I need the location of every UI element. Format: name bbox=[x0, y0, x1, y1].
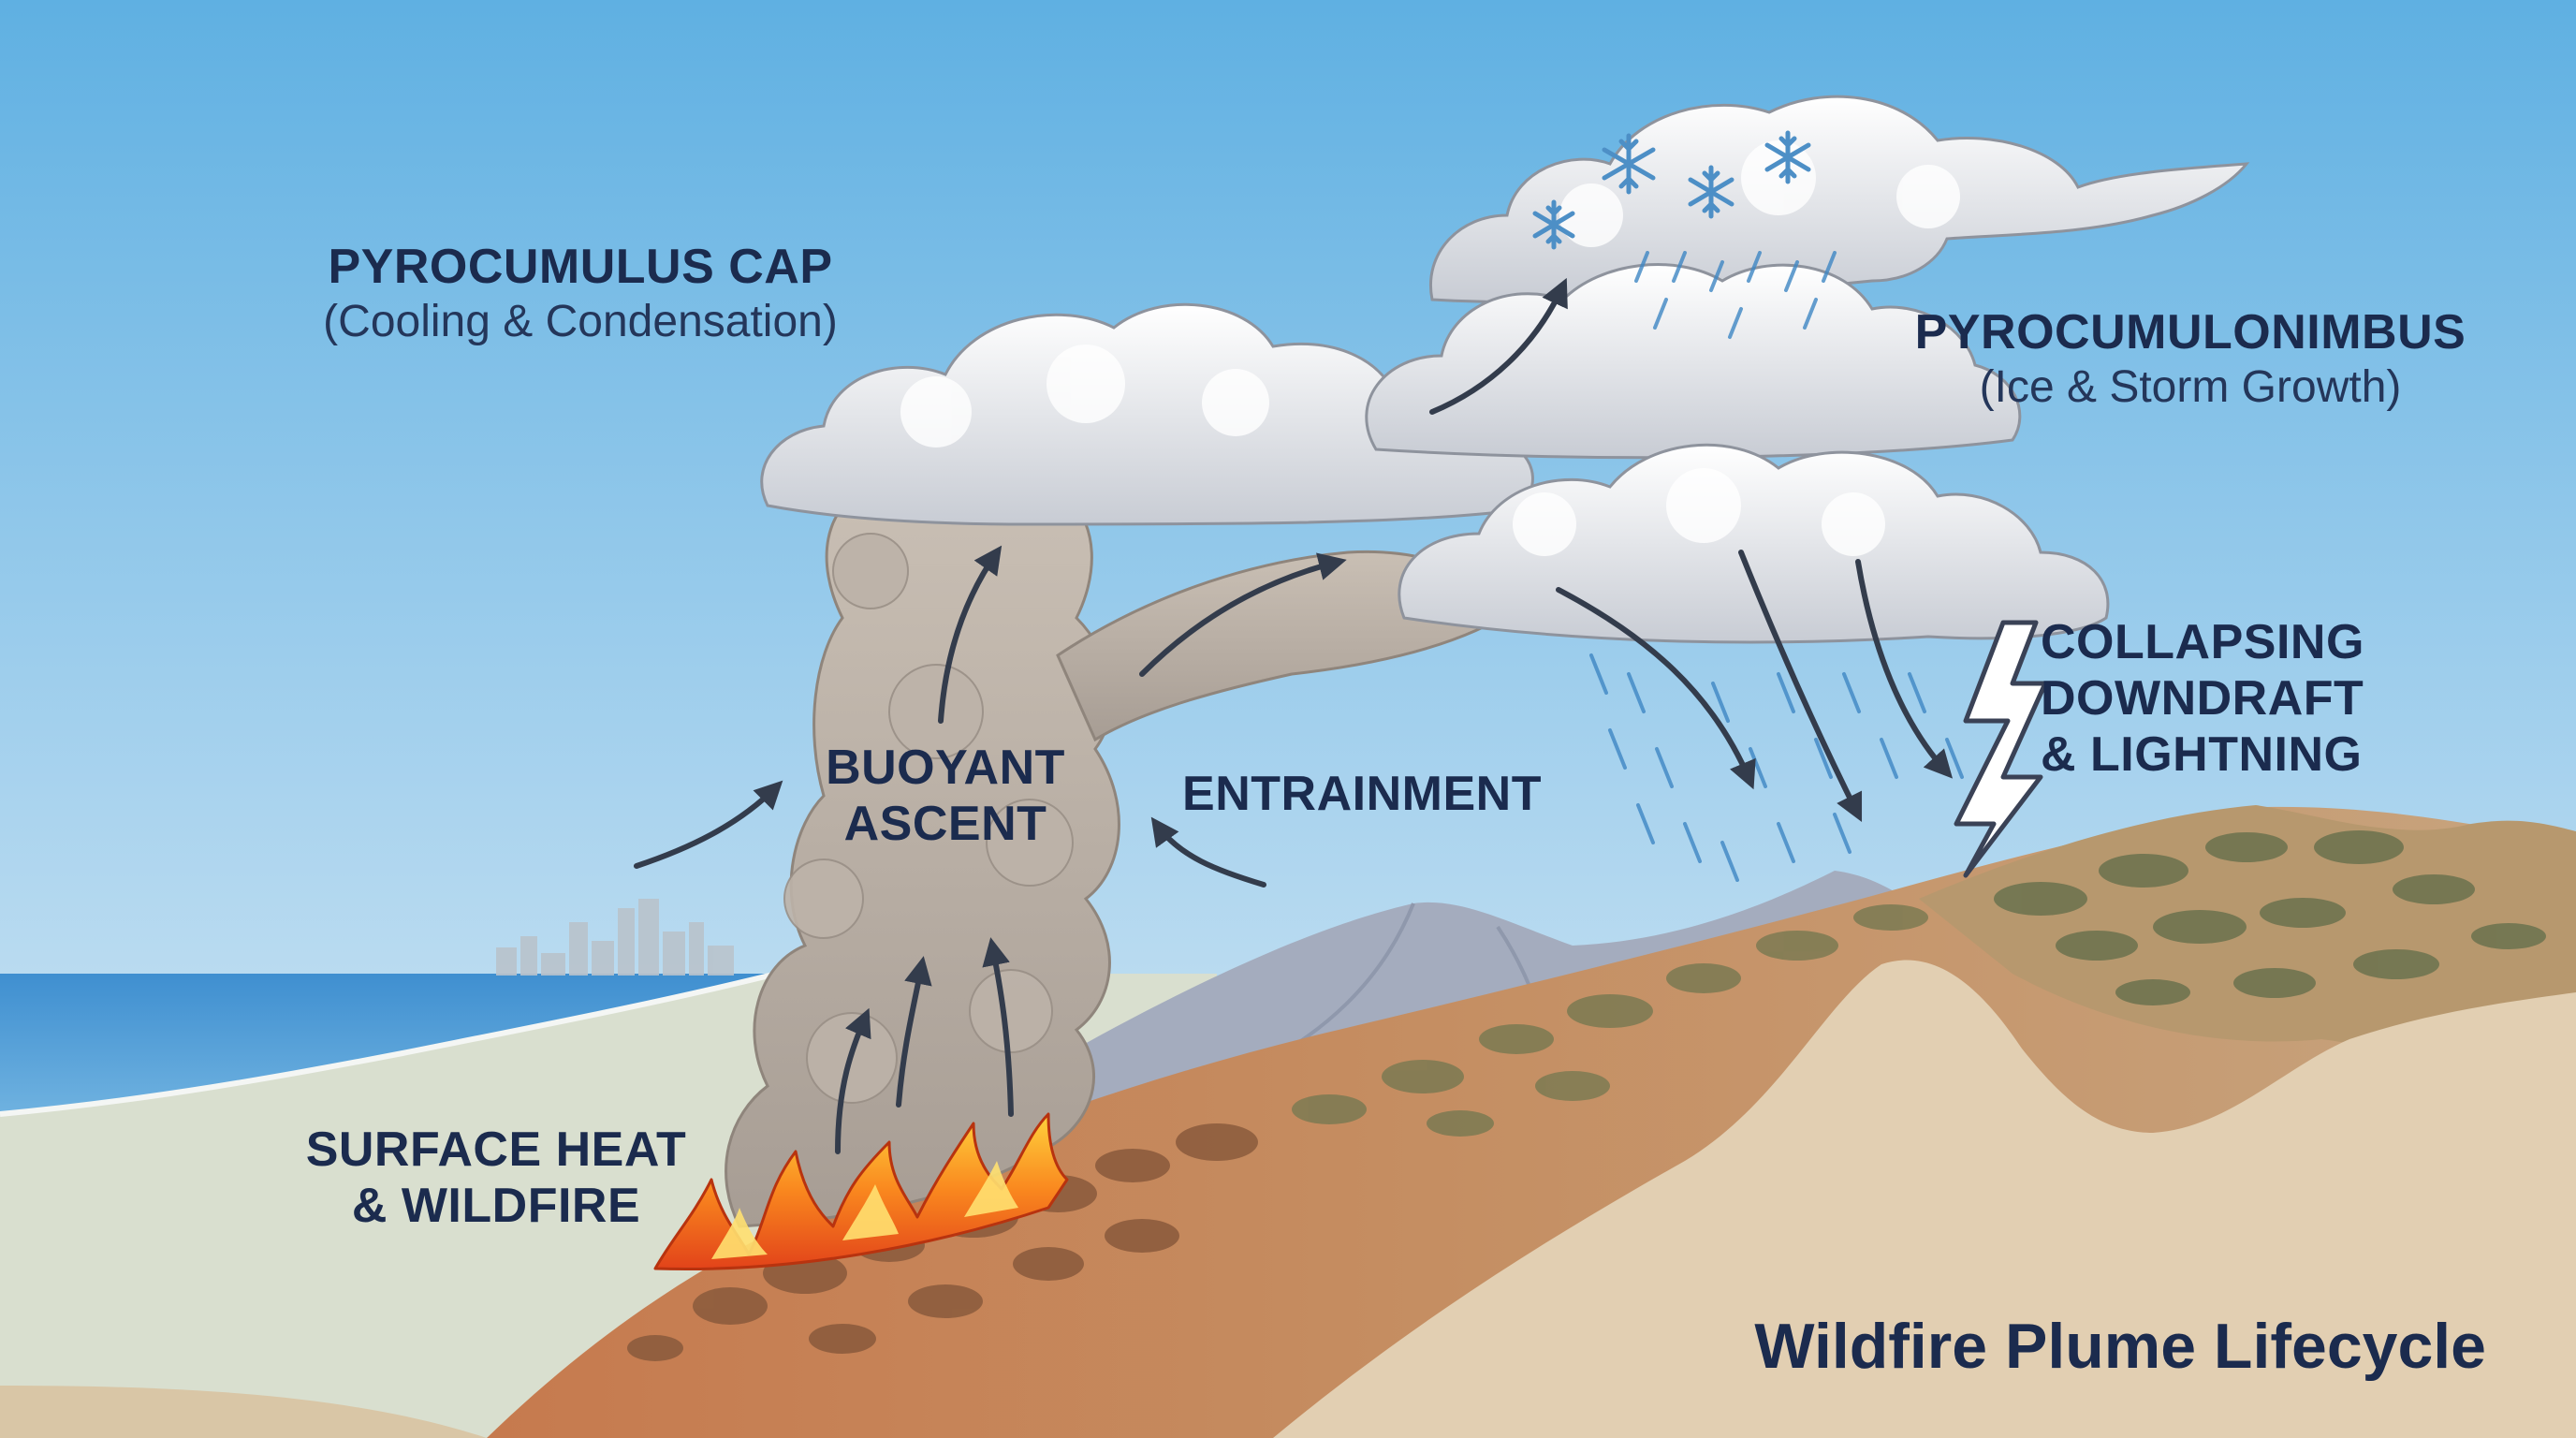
label-entrainment: ENTRAINMENT bbox=[1161, 766, 1563, 822]
flow-arrows bbox=[634, 277, 1954, 1154]
label-surface-heat: SURFACE HEAT & WILDFIRE bbox=[281, 1122, 711, 1234]
diagram-title: Wildfire Plume Lifecycle bbox=[1754, 1311, 2486, 1382]
label-collapsing-downdraft-text: COLLAPSING DOWNDRAFT & LIGHTNING bbox=[2041, 615, 2364, 782]
coast-line bbox=[0, 971, 778, 1117]
entrainment-arrow-right bbox=[1150, 816, 1266, 888]
entrainment-arrow-left bbox=[634, 780, 783, 869]
pyrocumulonimbus-cloud bbox=[1365, 95, 2250, 644]
snowflake-icons bbox=[1532, 130, 1811, 250]
label-pyrocumulus-cap-subtitle: (Cooling & Condensation) bbox=[323, 297, 838, 346]
brush-clumps bbox=[627, 830, 2546, 1361]
sea bbox=[0, 974, 768, 1114]
front-dune bbox=[1273, 960, 2576, 1438]
ascent-arrow-2 bbox=[896, 956, 932, 1108]
label-pyrocumulus-cap-title: PYROCUMULUS CAP bbox=[328, 240, 833, 294]
ascent-arrow-1 bbox=[835, 1007, 871, 1154]
city-skyline bbox=[496, 899, 734, 976]
ascent-arrow-4 bbox=[938, 545, 1003, 724]
label-buoyant-ascent: BUOYANT ASCENT bbox=[786, 740, 1105, 852]
label-buoyant-ascent-text: BUOYANT ASCENT bbox=[826, 741, 1065, 851]
label-surface-heat-text: SURFACE HEAT & WILDFIRE bbox=[305, 1123, 687, 1233]
downdraft-arrow-3 bbox=[1855, 559, 1954, 779]
lightning-bolt bbox=[1954, 620, 2048, 878]
downdraft-arrow-2 bbox=[1738, 550, 1863, 823]
label-pyrocumulus-cap: PYROCUMULUS CAP (Cooling & Condensation) bbox=[281, 239, 880, 349]
outflow-arrow bbox=[1139, 552, 1347, 677]
label-pyrocumulonimbus-title: PYROCUMULONIMBUS bbox=[1914, 305, 2466, 360]
lower-left-ground bbox=[0, 1386, 487, 1438]
label-collapsing-downdraft: COLLAPSING DOWNDRAFT & LIGHTNING bbox=[2041, 614, 2415, 783]
downdraft-arrow-1 bbox=[1556, 587, 1756, 790]
label-entrainment-text: ENTRAINMENT bbox=[1182, 767, 1542, 821]
label-pyrocumulonimbus-subtitle: (Ice & Storm Growth) bbox=[1979, 362, 2402, 412]
label-pyrocumulonimbus: PYROCUMULONIMBUS (Ice & Storm Growth) bbox=[1891, 304, 2490, 415]
ascent-arrow-3 bbox=[982, 937, 1014, 1117]
storm-growth-arrow bbox=[1429, 277, 1568, 415]
pyrocumulus-cloud bbox=[760, 302, 1534, 526]
rain-streaks bbox=[1589, 251, 1964, 882]
